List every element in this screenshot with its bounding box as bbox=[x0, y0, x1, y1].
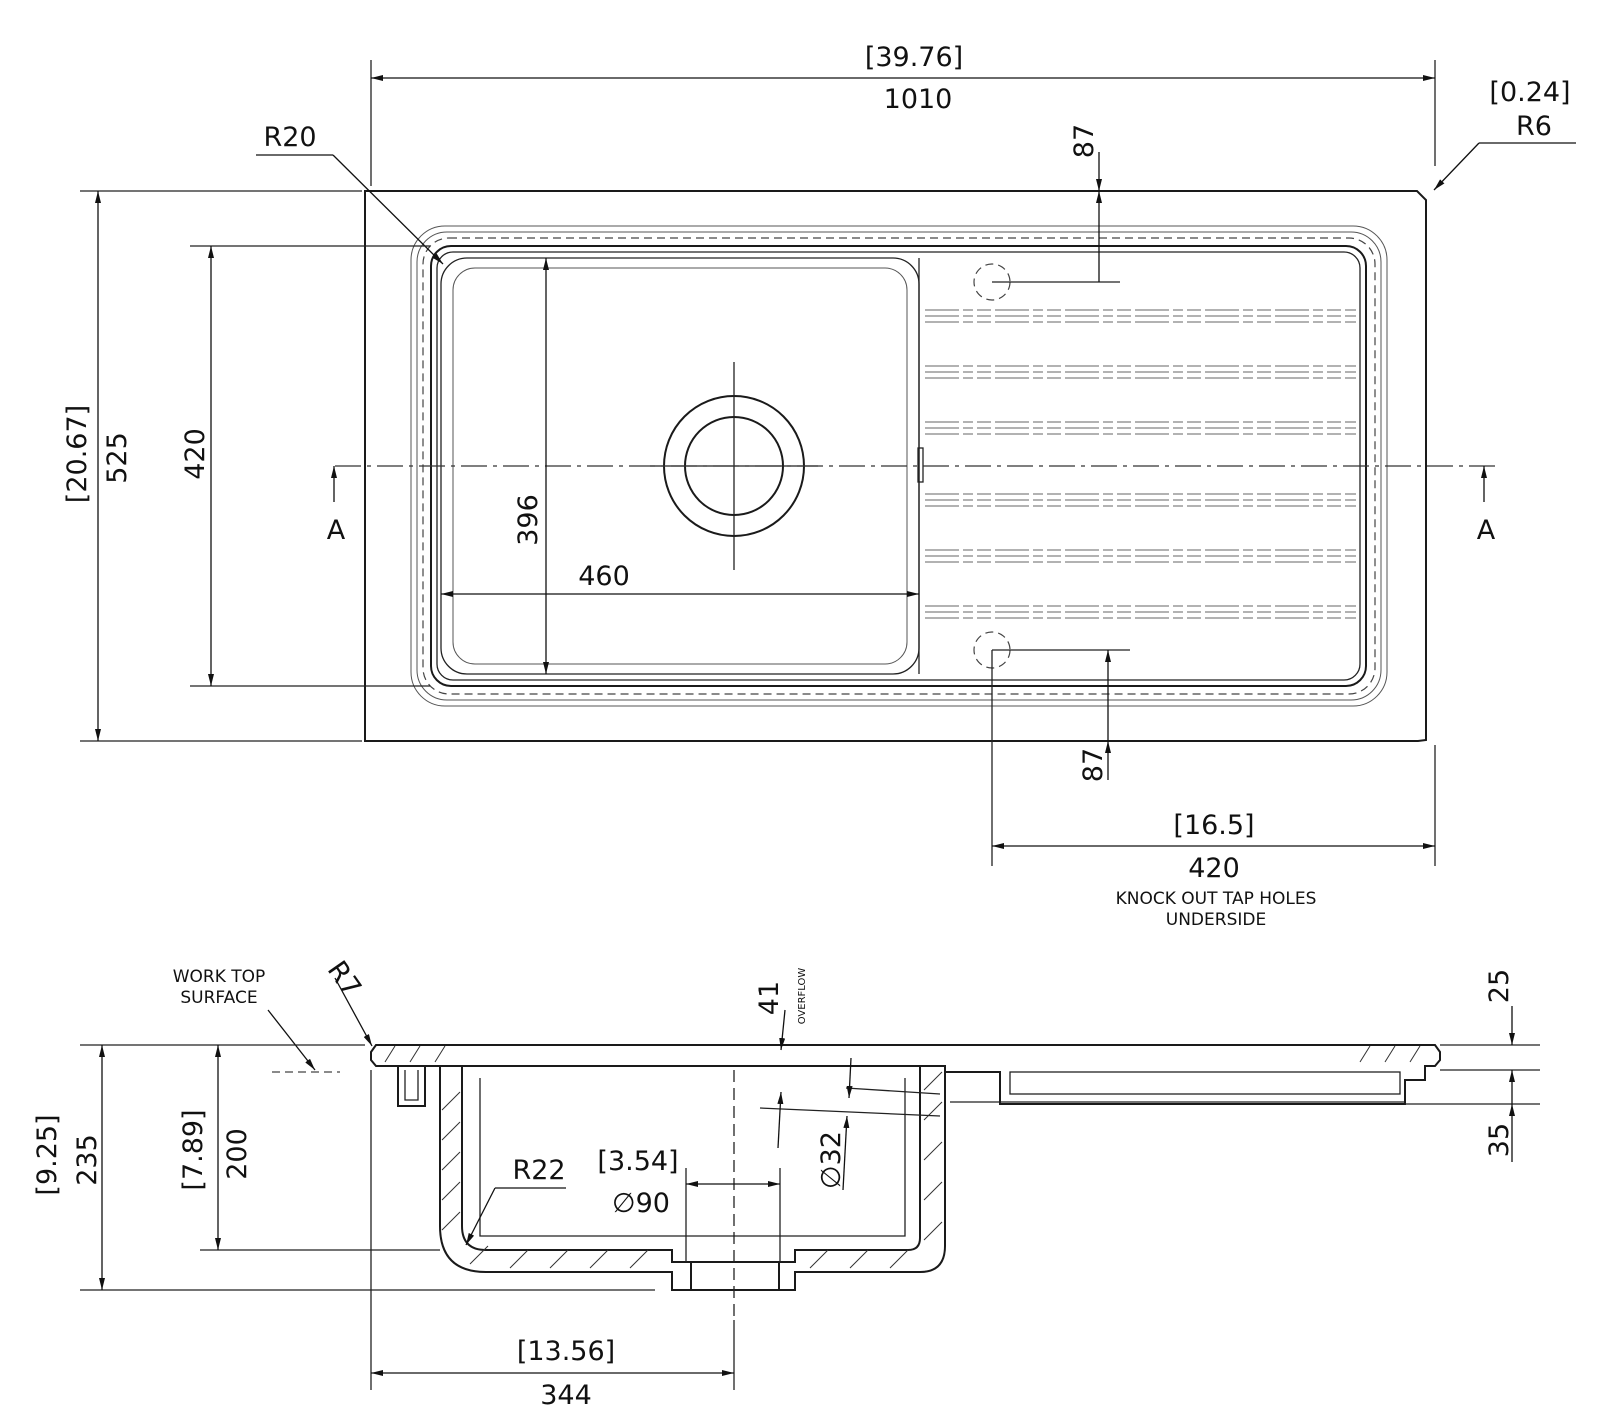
rim-height: 25 bbox=[1484, 969, 1515, 1003]
tap-offset-top: 87 bbox=[1069, 124, 1100, 158]
top-flange bbox=[370, 1044, 1441, 1105]
height-inches: [20.67] bbox=[62, 405, 93, 503]
knock-out-note-line2: UNDERSIDE bbox=[1166, 910, 1266, 930]
tap-offset-bottom: 87 bbox=[1078, 748, 1109, 782]
knock-out-note-line1: KNOCK OUT TAP HOLES bbox=[1116, 889, 1317, 909]
bowl-height: 420 bbox=[180, 428, 211, 480]
sink-outline bbox=[364, 190, 1427, 742]
overflow-diameter: ∅32 bbox=[816, 1131, 847, 1189]
corner-radius: R6 bbox=[1516, 111, 1552, 142]
bowl-corner-radius: R20 bbox=[263, 122, 316, 153]
rim-recess-mid bbox=[416, 231, 1382, 701]
height-mm: 525 bbox=[102, 432, 133, 484]
total-depth-mm: 235 bbox=[72, 1134, 103, 1186]
bowl-inner-height: 396 bbox=[513, 494, 544, 546]
waste-diameter: ∅90 bbox=[612, 1188, 670, 1219]
bowl-radius: R22 bbox=[512, 1155, 565, 1186]
waste-outlet bbox=[690, 1261, 780, 1291]
tap-span-inches: [16.5] bbox=[1173, 810, 1254, 841]
drainer-depth: 35 bbox=[1484, 1123, 1515, 1157]
waste-offset-inches: [13.56] bbox=[517, 1336, 615, 1367]
bowl-depth-mm: 200 bbox=[222, 1128, 253, 1180]
section-label-left: A bbox=[327, 515, 346, 546]
section-label-right: A bbox=[1477, 515, 1496, 546]
waste-diameter-inches: [3.54] bbox=[597, 1146, 678, 1177]
width-inches: [39.76] bbox=[865, 42, 963, 73]
corner-radius-inches: [0.24] bbox=[1489, 77, 1570, 108]
overflow-slot bbox=[917, 447, 924, 483]
waste-offset-mm: 344 bbox=[540, 1380, 592, 1411]
edge-radius: R7 bbox=[321, 956, 367, 1003]
width-mm: 1010 bbox=[884, 84, 953, 115]
total-depth-inches: [9.25] bbox=[32, 1114, 63, 1195]
bowl-depth-inches: [7.89] bbox=[178, 1109, 209, 1190]
overflow-depth: 41 bbox=[754, 981, 785, 1015]
work-top-label-line1: WORK TOP bbox=[173, 967, 266, 987]
tap-span-mm: 420 bbox=[1188, 853, 1240, 884]
bowl-width: 460 bbox=[578, 561, 630, 592]
drainer-grooves bbox=[925, 309, 1356, 619]
section-view: WORK TOP SURFACE R7 41 OVERFLOW bbox=[32, 956, 1540, 1411]
top-view: A A [39.76] 1010 [0.24] R6 R20 87 87 [20… bbox=[62, 42, 1576, 930]
overflow-label: OVERFLOW bbox=[797, 968, 808, 1025]
bowl-wall bbox=[439, 1066, 946, 1291]
drainer-channel bbox=[1009, 1071, 1401, 1095]
work-top-label-line2: SURFACE bbox=[180, 988, 257, 1008]
left-clip bbox=[397, 1066, 426, 1107]
